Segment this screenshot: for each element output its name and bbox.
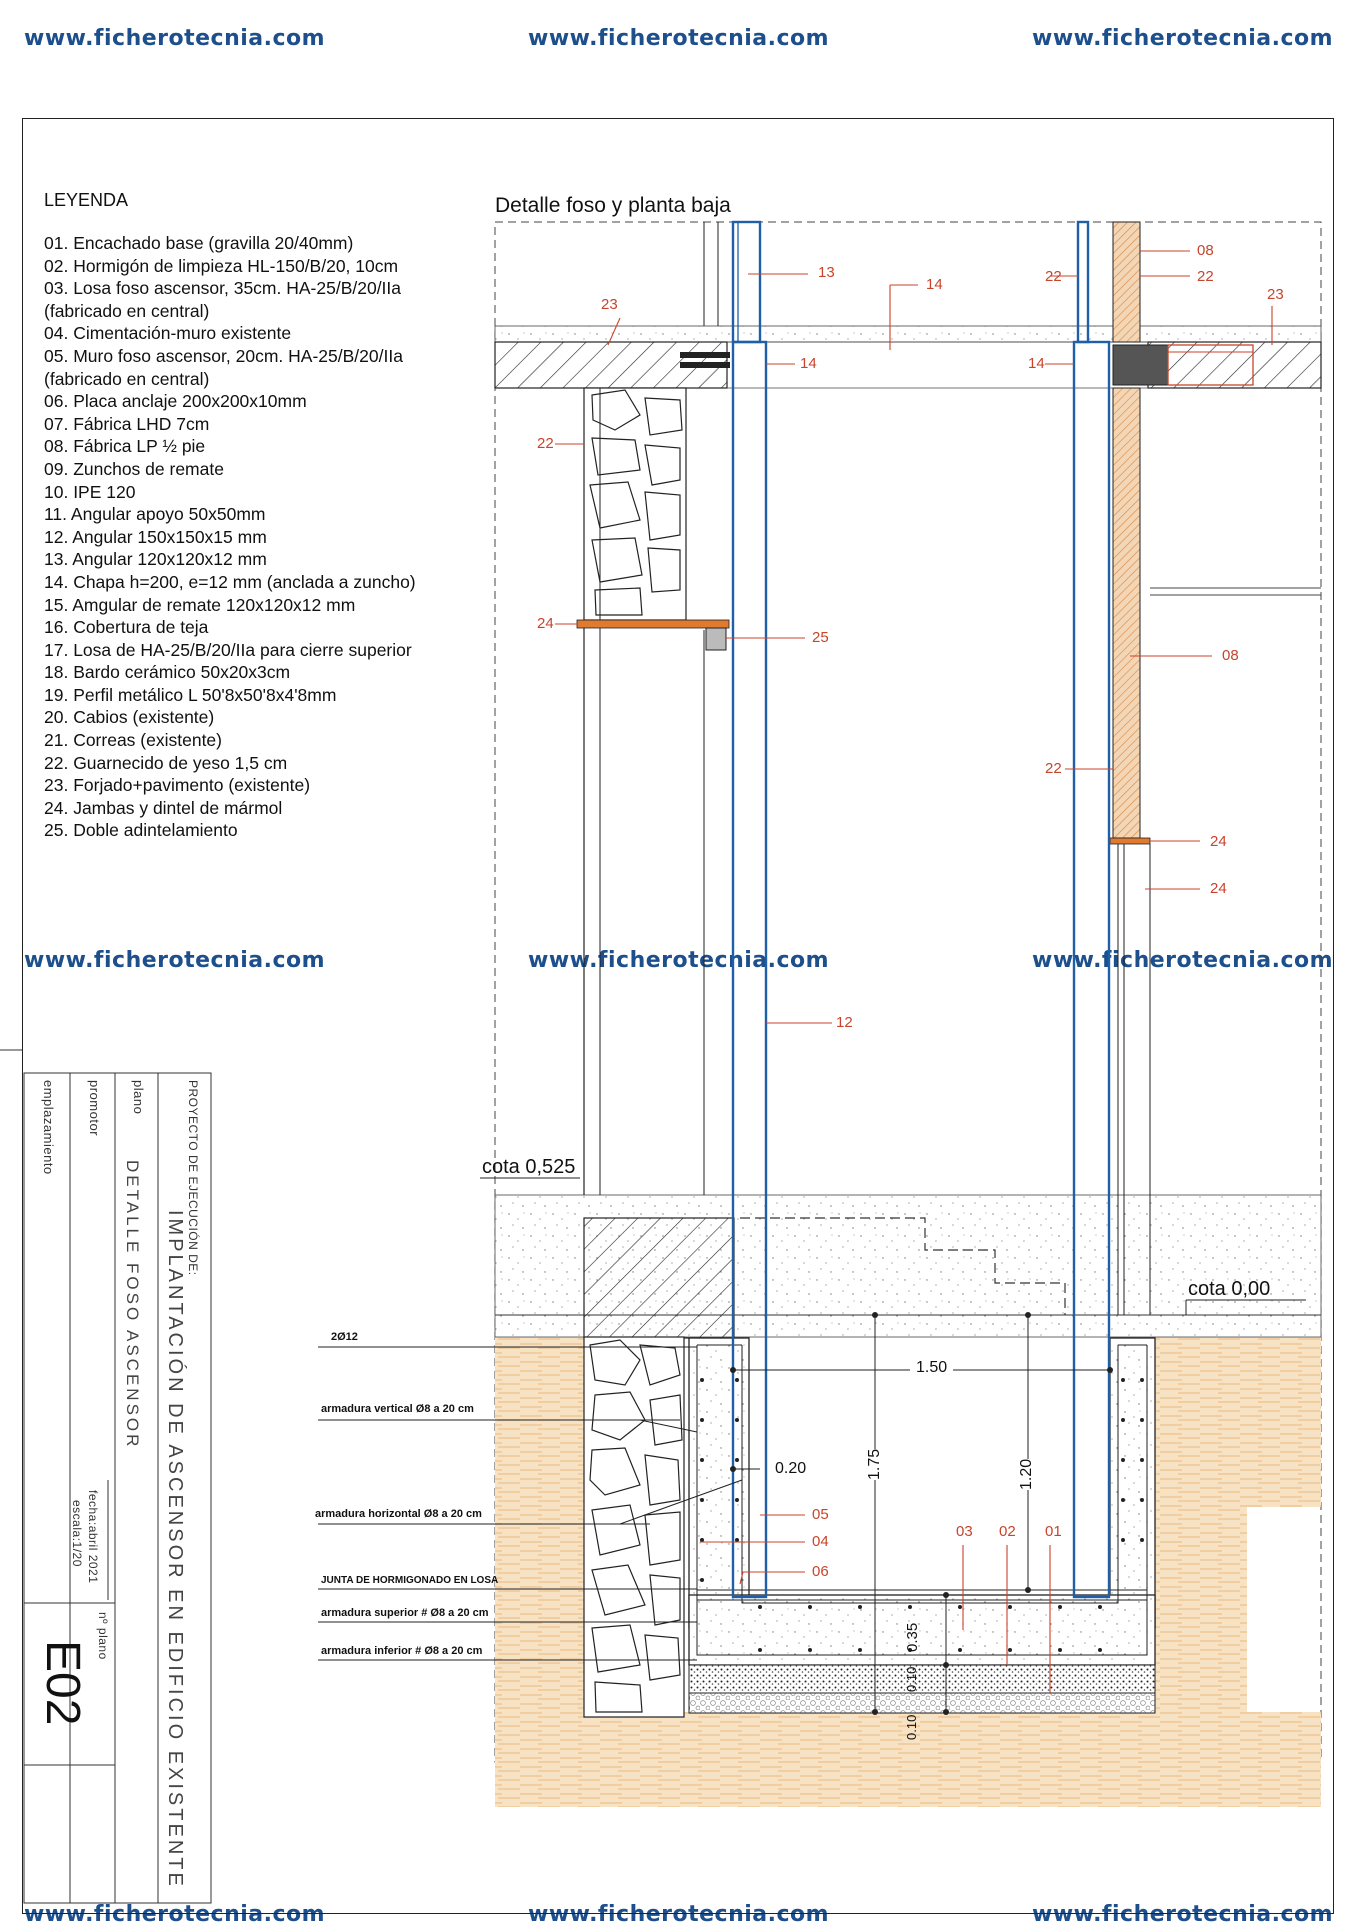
dimension-label: 1.75 (866, 1448, 884, 1480)
title-block-n-plano-value: E02 (36, 1640, 89, 1726)
callout-label: 22 (537, 435, 554, 452)
legend-item: 13. Angular 120x120x12 mm (44, 549, 267, 570)
cota-0525-label: cota 0,525 (482, 1156, 576, 1178)
legend-item: 08. Fábrica LP ½ pie (44, 436, 206, 457)
callout-label: 24 (537, 615, 554, 632)
legend-item: 19. Perfil metálico L 50'8x50'8x4'8mm (44, 684, 337, 705)
legend-item: 18. Bardo cerámico 50x20x3cm (44, 662, 291, 683)
callout-label: 25 (812, 629, 829, 646)
legend-item: 11. Angular apoyo 50x50mm (44, 504, 266, 525)
cota-000-label: cota 0,00 (1188, 1278, 1271, 1300)
legend-item: 15. Amgular de remate 120x120x12 mm (44, 594, 356, 615)
legend-title: LEYENDA (44, 190, 129, 210)
legend-item: 22. Guarnecido de yeso 1,5 cm (44, 752, 288, 773)
callout-label: 02 (999, 1523, 1016, 1540)
callout-label: 13 (818, 264, 835, 281)
callout-label: 23 (1267, 286, 1284, 303)
legend-item: 12. Angular 150x150x15 mm (44, 526, 267, 547)
callout-label: 03 (956, 1523, 973, 1540)
detail-title: Detalle foso y planta baja (495, 194, 731, 217)
callout-label: 08 (1222, 647, 1239, 664)
legend-item: 03. Losa foso ascensor, 35cm. HA-25/B/20… (44, 278, 402, 299)
legend-item: 14. Chapa h=200, e=12 mm (anclada a zunc… (44, 571, 416, 592)
rebar-label: JUNTA DE HORMIGONADO EN LOSA (321, 1575, 499, 1586)
dimension-label: 1.50 (910, 1359, 954, 1377)
callout-label: 05 (812, 1506, 829, 1523)
rebar-label: armadura superior # Ø8 a 20 cm (321, 1607, 489, 1619)
dimension-label: 1.20 (1018, 1458, 1036, 1490)
watermark-top-center: www.ficherotecnia.com (528, 26, 830, 51)
dimension-label: 0.10 (904, 1714, 919, 1740)
legend-item: (fabricado en central) (44, 300, 210, 321)
callout-label: 14 (1028, 355, 1045, 372)
legend-item: (fabricado en central) (44, 368, 210, 389)
legend-list: 01. Encachado base (gravilla 20/40mm) 02… (44, 232, 416, 842)
legend-item: 04. Cimentación-muro existente (44, 323, 292, 344)
dimension-label: 0.35 (904, 1622, 921, 1652)
title-block-escala: escala:1/20 (70, 1500, 84, 1567)
title-block-n-plano-label: nº plano (96, 1612, 110, 1660)
callout-label: 01 (1045, 1523, 1062, 1540)
legend-item: 21. Correas (existente) (44, 730, 222, 751)
callout-label: 24 (1210, 880, 1227, 897)
dimension-label: 0.10 (904, 1666, 919, 1692)
watermark-top-left: www.ficherotecnia.com (24, 26, 326, 51)
rebar-label: 2Ø12 (331, 1331, 358, 1343)
watermark-mid-right: www.ficherotecnia.com (1032, 948, 1334, 973)
legend-item: 05. Muro foso ascensor, 20cm. HA-25/B/20… (44, 345, 403, 366)
rebar-label: armadura horizontal Ø8 a 20 cm (315, 1508, 482, 1520)
watermark-top-right: www.ficherotecnia.com (1032, 26, 1334, 51)
legend-item: 09. Zunchos de remate (44, 458, 224, 479)
title-block-plano-label: plano (131, 1080, 146, 1115)
title-block-proyecto-label: PROYECTO DE EJECUCIÓN DE: (186, 1080, 200, 1276)
legend-item: 10. IPE 120 (44, 481, 136, 502)
callout-label: 12 (836, 1014, 853, 1031)
callout-label: 04 (812, 1533, 829, 1550)
callout-label: 24 (1210, 833, 1227, 850)
callout-label: 08 (1197, 242, 1214, 259)
legend-item: 02. Hormigón de limpieza HL-150/B/20, 10… (44, 255, 399, 276)
legend-item: 07. Fábrica LHD 7cm (44, 413, 210, 434)
legend-item: 01. Encachado base (gravilla 20/40mm) (44, 233, 354, 253)
title-block-plano-value: DETALLE FOSO ASCENSOR (123, 1160, 142, 1450)
title-block-fecha: fecha:abril 2021 (86, 1490, 100, 1584)
rebar-dots (700, 1378, 1144, 1652)
callout-label: 14 (926, 276, 943, 293)
callout-label: 22 (1045, 268, 1062, 285)
legend-item: 20. Cabios (existente) (44, 707, 215, 728)
rebar-label: armadura inferior # Ø8 a 20 cm (321, 1645, 483, 1657)
legend-item: 16. Cobertura de teja (44, 617, 209, 638)
callout-label: 23 (601, 296, 618, 313)
title-block-proyecto-value: IMPLANTACIÓN DE ASCENSOR EN EDIFICIO EXI… (164, 1210, 186, 1889)
watermark-mid-center: www.ficherotecnia.com (528, 948, 830, 973)
callout-label: 14 (800, 355, 817, 372)
callout-label: 22 (1045, 760, 1062, 777)
dimension-label: 0.20 (775, 1460, 807, 1477)
callout-label: 22 (1197, 268, 1214, 285)
legend-item: 23. Forjado+pavimento (existente) (44, 775, 311, 796)
legend-item: 24. Jambas y dintel de mármol (44, 797, 283, 818)
drawing-sheet-border (22, 118, 1334, 1914)
watermark-mid-left: www.ficherotecnia.com (24, 948, 326, 973)
callout-label: 06 (812, 1563, 829, 1580)
legend-item: 06. Placa anclaje 200x200x10mm (44, 391, 307, 412)
rebar-label: armadura vertical Ø8 a 20 cm (321, 1403, 474, 1415)
legend-item: 17. Losa de HA-25/B/20/IIa para cierre s… (44, 639, 412, 660)
legend-item: 25. Doble adintelamiento (44, 820, 238, 841)
title-block-promotor-label: promotor (87, 1080, 102, 1137)
title-block-emplazamiento-label: emplazamiento (41, 1080, 56, 1175)
